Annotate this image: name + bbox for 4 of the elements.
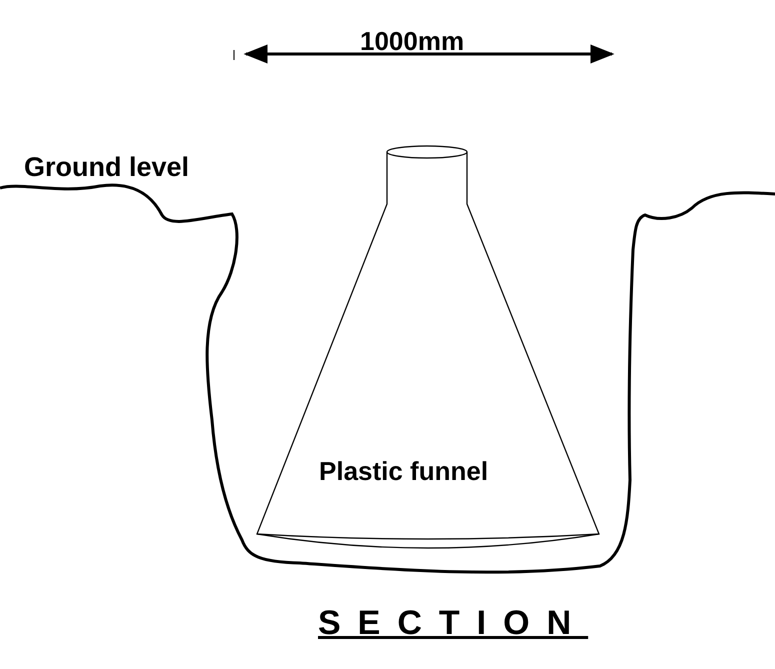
- part-label: Plastic funnel: [319, 456, 488, 487]
- dimension-label: 1000mm: [360, 26, 464, 57]
- caption: SECTION: [318, 604, 588, 643]
- ground-level-label: Ground level: [24, 152, 190, 183]
